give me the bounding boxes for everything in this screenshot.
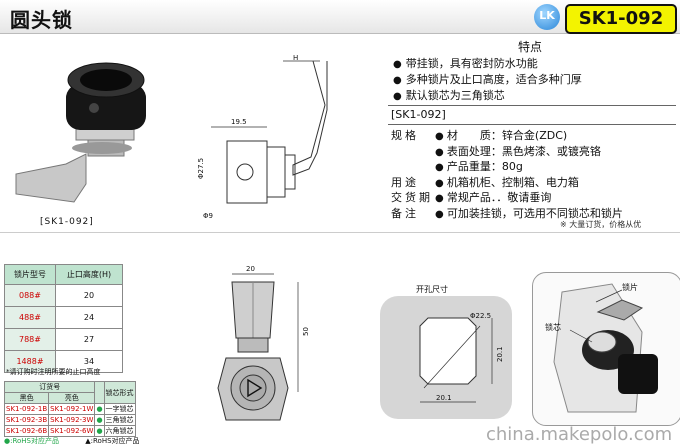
cutout-drawing: Φ22.5 20.1 20.1 bbox=[419, 312, 504, 403]
spec-row: 备注 可加装挂锁，可选用不同锁芯和锁片 bbox=[391, 207, 623, 223]
cell: 788# bbox=[4, 328, 56, 351]
dim-22-5: Φ22.5 bbox=[470, 312, 491, 320]
plate-table: 锁片型号 止口高度(H) 088#20 488#24 788#27 1488#3… bbox=[4, 264, 123, 373]
spec-row: 规格 材 质：锌合金(ZDC) bbox=[391, 129, 623, 145]
table-row: 788#27 bbox=[4, 328, 123, 351]
divider bbox=[388, 124, 676, 125]
cell: 一字锁芯 bbox=[103, 403, 136, 415]
rohs-a: ●:RoHS对应产品 bbox=[4, 437, 60, 445]
cell: 24 bbox=[55, 306, 123, 329]
spec-value: 产品重量：80g bbox=[435, 160, 523, 176]
label-core: 锁芯 bbox=[545, 323, 561, 332]
spec-row: 产品重量：80g bbox=[391, 160, 623, 176]
col-header: 亮色 bbox=[48, 392, 96, 404]
cell: 27 bbox=[55, 328, 123, 351]
model-badge: SK1-092 bbox=[565, 4, 677, 34]
cell: SK1-092-3B bbox=[3, 414, 50, 426]
dot-icon: ● bbox=[94, 403, 105, 415]
install-drawing bbox=[553, 283, 658, 413]
cell: 088# bbox=[4, 284, 56, 307]
spec-value: 材 质：锌合金(ZDC) bbox=[435, 129, 567, 145]
divider bbox=[0, 232, 680, 233]
table-row: 088#20 bbox=[4, 284, 123, 307]
cell: SK1-092-1B bbox=[3, 403, 50, 415]
cell: 三角锁芯 bbox=[103, 414, 136, 426]
spec-label bbox=[391, 160, 435, 176]
cell: 488# bbox=[4, 306, 56, 329]
spec-label bbox=[391, 145, 435, 161]
col-header: 黑色 bbox=[3, 392, 50, 404]
page-title: 圆头锁 bbox=[10, 8, 73, 32]
brand-logo: LK bbox=[534, 4, 560, 30]
table-note: *请订购时注明所要的止口高度 bbox=[6, 368, 101, 376]
spec-row: 表面处理：黑色烤漆、或镀亮铬 bbox=[391, 145, 623, 161]
spec-value: 常规产品．．敬请垂询 bbox=[435, 191, 552, 207]
cell: SK1-092-1W bbox=[48, 403, 96, 415]
watermark: china.makepolo.com bbox=[486, 424, 673, 445]
features-list: 带挂锁，具有密封防水功能 多种锁片及止口高度，适合多种门厚 默认锁芯为三角锁芯 bbox=[393, 56, 582, 104]
dim-27-5: Φ27.5 bbox=[197, 158, 205, 179]
logo-text: LK bbox=[539, 9, 555, 22]
spec-value: 可加装挂锁，可选用不同锁芯和锁片 bbox=[435, 207, 623, 223]
spec-label: 交货期 bbox=[391, 191, 433, 204]
dim-19-5: 19.5 bbox=[231, 118, 247, 126]
side-drawing: H 19.5 Φ27.5 Φ9 bbox=[197, 55, 328, 220]
col-header: 止口高度(H) bbox=[55, 264, 123, 285]
dot-icon: ● bbox=[94, 414, 105, 426]
dim-20: 20 bbox=[246, 265, 255, 273]
divider bbox=[388, 105, 676, 106]
features-heading: 特点 bbox=[517, 40, 542, 54]
spec-value: 机箱机柜、控制箱、电力箱 bbox=[435, 176, 579, 192]
spec-label: 备注 bbox=[391, 206, 419, 220]
cutout-title: 开孔尺寸 bbox=[416, 285, 448, 294]
spec-value: 表面处理：黑色烤漆、或镀亮铬 bbox=[435, 145, 601, 161]
cell: 20 bbox=[55, 284, 123, 307]
feature-item: 多种锁片及止口高度，适合多种门厚 bbox=[393, 72, 582, 88]
spec-model: [SK1-092] bbox=[391, 108, 446, 121]
cell: 1488# bbox=[4, 350, 56, 373]
spec-label: 规格 bbox=[391, 129, 419, 142]
bulk-note: ※ 大量订货，价格从优 bbox=[560, 220, 642, 229]
col-header: 订货号 bbox=[3, 381, 96, 393]
spec-row: 交货期常规产品．．敬请垂询 bbox=[391, 191, 623, 207]
cell: SK1-092-6W bbox=[48, 425, 96, 437]
label-plate: 锁片 bbox=[622, 283, 638, 292]
dim-h: H bbox=[293, 55, 298, 62]
feature-item: 默认锁芯为三角锁芯 bbox=[393, 88, 582, 104]
spacer bbox=[94, 381, 105, 404]
table-row: 488#24 bbox=[4, 306, 123, 329]
dot-icon: ● bbox=[94, 425, 105, 437]
front-drawing: 20 50 bbox=[217, 265, 310, 421]
cell: SK1-092-3W bbox=[48, 414, 96, 426]
photo-caption: [SK1-092] bbox=[40, 217, 94, 227]
dim-50: 50 bbox=[302, 327, 310, 336]
cell: SK1-092-6B bbox=[3, 425, 50, 437]
feature-item: 带挂锁，具有密封防水功能 bbox=[393, 56, 582, 72]
dim-20-1-v: 20.1 bbox=[496, 346, 504, 362]
col-header: 锁片型号 bbox=[4, 264, 56, 285]
rohs-legend: ●:RoHS对应产品 ▲:RoHS对应产品 bbox=[4, 436, 164, 446]
spec-list: 规格 材 质：锌合金(ZDC) 表面处理：黑色烤漆、或镀亮铬 产品重量：80g 用… bbox=[391, 129, 623, 222]
col-header: 锁芯形式 bbox=[103, 381, 136, 404]
dim-20-1-h: 20.1 bbox=[436, 394, 452, 402]
spec-row: 用途 机箱机柜、控制箱、电力箱 bbox=[391, 176, 623, 192]
dim-9: Φ9 bbox=[203, 212, 213, 220]
rohs-b: ▲:RoHS对应产品 bbox=[85, 437, 140, 445]
product-photo bbox=[15, 62, 146, 203]
cell: 34 bbox=[55, 350, 123, 373]
cell: 六角锁芯 bbox=[103, 425, 136, 437]
spec-label: 用途 bbox=[391, 175, 419, 189]
table-row: 1488#34 bbox=[4, 350, 123, 373]
